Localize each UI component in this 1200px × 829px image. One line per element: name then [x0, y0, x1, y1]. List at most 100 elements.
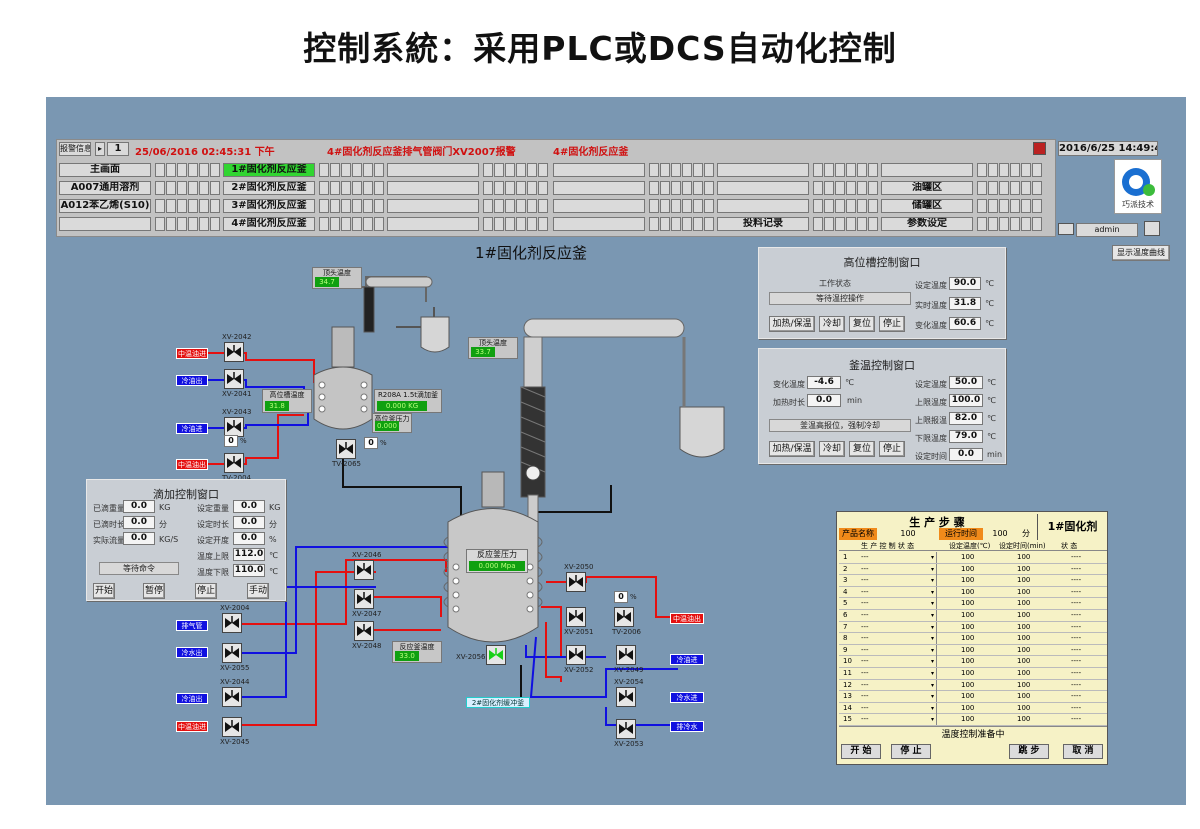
steps-stop-button[interactable]: 停 止 [891, 744, 931, 759]
valve-tv2004[interactable] [224, 453, 244, 473]
chevron-down-icon[interactable]: ▾ [931, 577, 935, 585]
show-temperature-curve-button[interactable]: 显示温度曲线 [1112, 245, 1170, 261]
step-state-select[interactable]: --- [861, 668, 937, 679]
nav-button-col4-1[interactable] [553, 181, 645, 195]
chevron-down-icon[interactable]: ▾ [931, 635, 935, 643]
printer-icon[interactable] [1058, 223, 1074, 235]
nav-button-col4-3[interactable] [553, 217, 645, 231]
step-state-select[interactable]: --- [861, 714, 937, 726]
step-time[interactable]: 100 [1017, 715, 1031, 724]
step-time[interactable]: 100 [1017, 645, 1031, 654]
step-state-select[interactable]: --- [861, 702, 937, 714]
nav-button-col2-0[interactable]: 1#固化剂反应釜 [223, 163, 315, 177]
step-time[interactable]: 100 [1017, 657, 1031, 666]
chevron-down-icon[interactable]: ▾ [931, 588, 935, 596]
nav-button-col5-3[interactable]: 投料记录 [717, 217, 809, 231]
kettle-cool-button[interactable]: 冷却 [819, 441, 845, 457]
valve-xv2049[interactable] [616, 645, 636, 665]
valve-xv2041[interactable] [224, 369, 244, 389]
chevron-down-icon[interactable]: ▾ [931, 693, 935, 701]
kettle-upper[interactable]: 100.0 [949, 394, 983, 407]
high-tank-setpoint[interactable]: 90.0 [949, 277, 981, 290]
chevron-down-icon[interactable]: ▾ [931, 646, 935, 654]
nav-button-col4-2[interactable] [553, 199, 645, 213]
nav-button-col2-2[interactable]: 3#固化剂反应釜 [223, 199, 315, 213]
drip-value-b[interactable]: 0.0 [233, 532, 265, 545]
valve-xv2004[interactable] [222, 613, 242, 633]
chevron-down-icon[interactable]: ▾ [931, 658, 935, 666]
nav-button-col6-3[interactable]: 参数设定 [881, 217, 973, 231]
kettle-heat-button[interactable]: 加热/保温 [769, 441, 815, 457]
alarm-ack-icon[interactable] [1033, 142, 1046, 155]
nav-button-col3-0[interactable] [387, 163, 479, 177]
steps-cancel-button[interactable]: 取 消 [1063, 744, 1103, 759]
step-temp[interactable]: 100 [961, 587, 975, 596]
chevron-down-icon[interactable]: ▾ [931, 565, 935, 573]
drip-manual-button[interactable]: 手动 [247, 583, 269, 599]
step-state-select[interactable]: --- [861, 586, 937, 598]
high-tank-stop-button[interactable]: 停止 [879, 316, 905, 332]
step-time[interactable]: 100 [1017, 611, 1031, 619]
step-temp[interactable]: 100 [961, 645, 975, 654]
steps-start-button[interactable]: 开 始 [841, 744, 881, 759]
step-temp[interactable]: 100 [961, 634, 975, 643]
step-state-select[interactable]: --- [861, 644, 937, 656]
nav-button-col6-0[interactable] [881, 163, 973, 177]
chevron-down-icon[interactable]: ▾ [931, 623, 935, 631]
valve-xv2042[interactable] [224, 342, 244, 362]
drip-value-b[interactable]: 0.0 [233, 516, 265, 529]
step-state-select[interactable]: --- [861, 679, 937, 691]
step-temp[interactable]: 100 [961, 657, 975, 666]
high-tank-heat-button[interactable]: 加热/保温 [769, 316, 815, 332]
drip-value-b[interactable]: 0.0 [233, 500, 265, 513]
step-temp[interactable]: 100 [961, 576, 975, 585]
valve-xv2048[interactable] [354, 621, 374, 641]
nav-button-col2-3[interactable]: 4#固化剂反应釜 [223, 217, 315, 231]
step-state-select[interactable]: --- [861, 598, 937, 610]
chevron-down-icon[interactable]: ▾ [931, 681, 935, 689]
valve-xv2053[interactable] [616, 719, 636, 739]
step-state-select[interactable]: --- [861, 610, 937, 621]
valve-xv2043[interactable] [224, 417, 244, 437]
step-time[interactable]: 100 [1017, 669, 1031, 677]
chevron-down-icon[interactable]: ▾ [931, 670, 935, 677]
valve-tv2065[interactable] [336, 439, 356, 459]
steps-skip-button[interactable]: 跳 步 [1009, 744, 1049, 759]
nav-button-col4-0[interactable] [553, 163, 645, 177]
step-state-select[interactable]: --- [861, 575, 937, 587]
chevron-down-icon[interactable]: ▾ [931, 554, 935, 561]
step-time[interactable]: 100 [1017, 576, 1031, 585]
step-temp[interactable]: 100 [961, 680, 975, 689]
valve-tv2006[interactable] [614, 607, 634, 627]
drip-value-b[interactable]: 110.0 [233, 564, 265, 577]
chevron-down-icon[interactable]: ▾ [931, 612, 935, 619]
step-time[interactable]: 100 [1017, 622, 1031, 631]
chevron-down-icon[interactable]: ▾ [931, 716, 935, 724]
nav-button-col1-3[interactable] [59, 217, 151, 231]
step-time[interactable]: 100 [1017, 599, 1031, 608]
step-temp[interactable]: 100 [961, 715, 975, 724]
kettle-settime[interactable]: 0.0 [949, 448, 983, 461]
step-state-select[interactable]: --- [861, 691, 937, 703]
drip-value-b[interactable]: 112.0 [233, 548, 265, 561]
kettle-stop-button[interactable]: 停止 [879, 441, 905, 457]
kettle-reset-button[interactable]: 复位 [849, 441, 875, 457]
step-temp[interactable]: 100 [961, 692, 975, 701]
step-state-select[interactable]: --- [861, 552, 937, 563]
drip-start-button[interactable]: 开始 [93, 583, 115, 599]
nav-button-col1-0[interactable]: 主画面 [59, 163, 151, 177]
alarm-prev-button[interactable]: ▸ [95, 142, 105, 156]
step-time[interactable]: 100 [1017, 703, 1031, 712]
step-temp[interactable]: 100 [961, 622, 975, 631]
nav-button-col6-1[interactable]: 油罐区 [881, 181, 973, 195]
step-time[interactable]: 100 [1017, 680, 1031, 689]
valve-xv2051[interactable] [566, 607, 586, 627]
valve-xv2047[interactable] [354, 589, 374, 609]
drip-pause-button[interactable]: 暂停 [143, 583, 165, 599]
valve-xv2054[interactable] [616, 687, 636, 707]
step-temp[interactable]: 100 [961, 611, 975, 619]
kettle-setpoint[interactable]: 50.0 [949, 376, 983, 389]
step-time[interactable]: 100 [1017, 564, 1031, 573]
step-time[interactable]: 100 [1017, 634, 1031, 643]
nav-button-col3-3[interactable] [387, 217, 479, 231]
